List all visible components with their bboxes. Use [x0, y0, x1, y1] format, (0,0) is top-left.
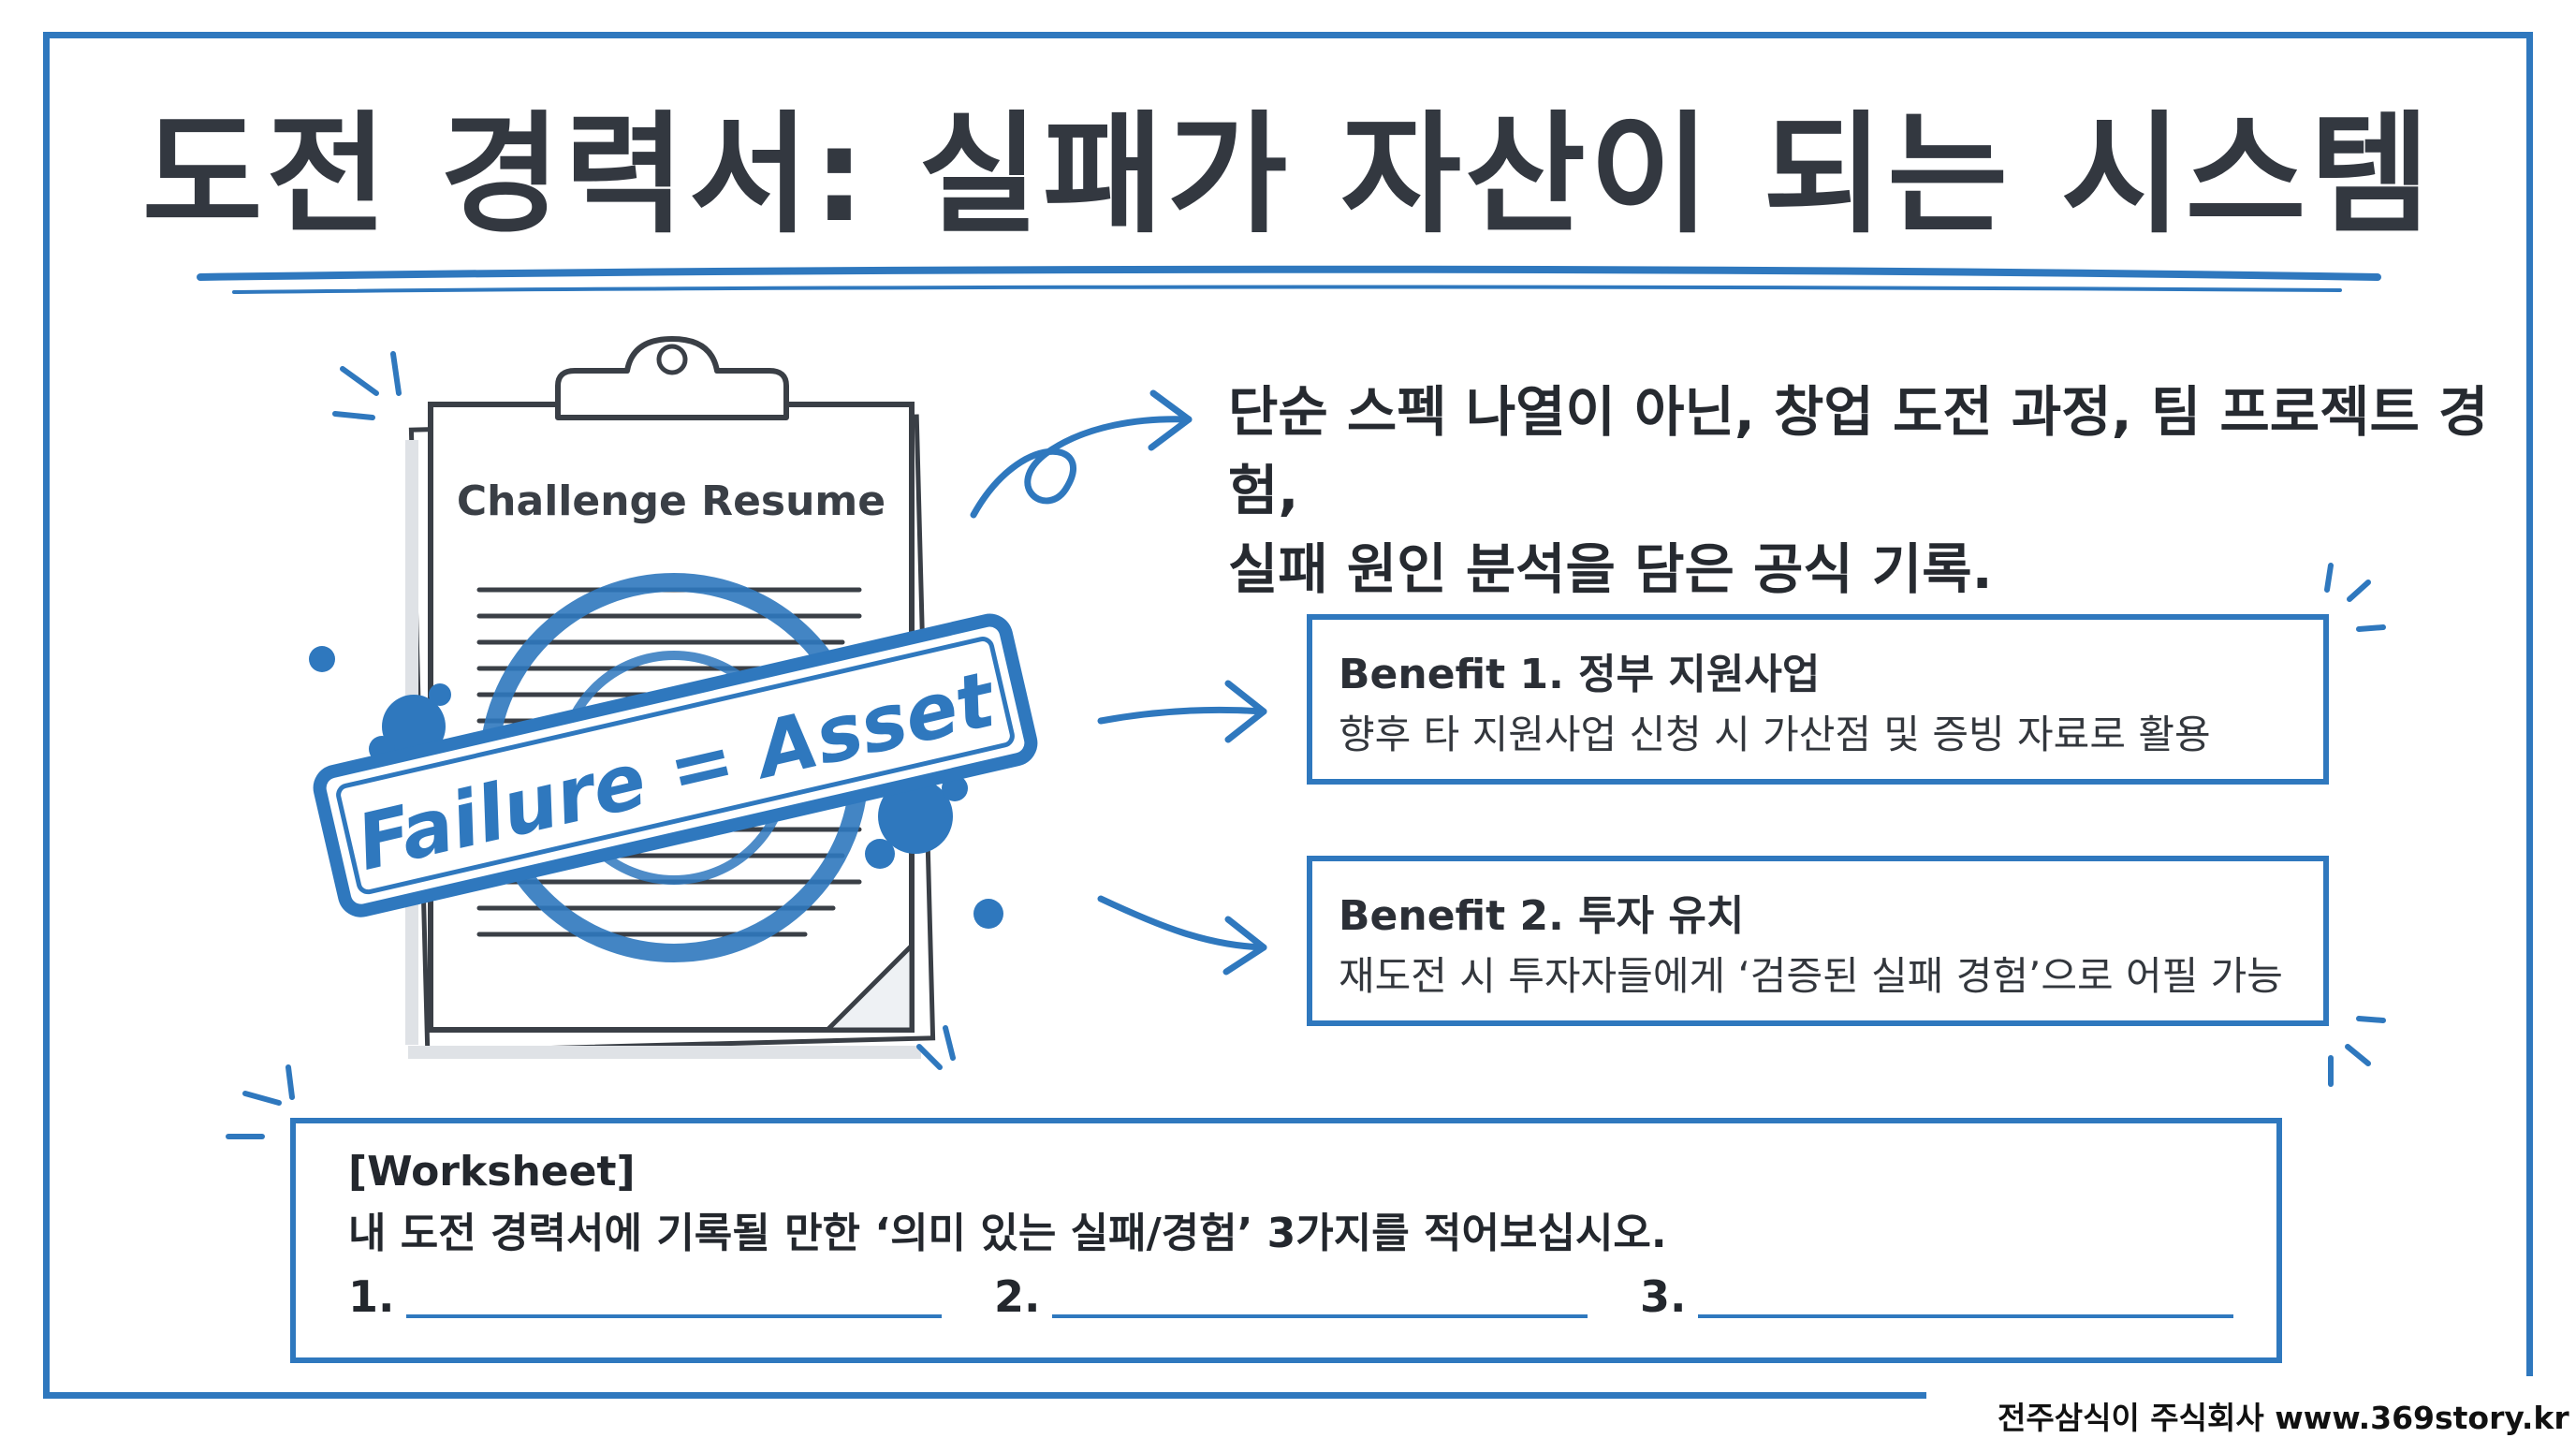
intro-line-1: 단순 스펙 나열이 아닌, 창업 도전 과정, 팀 프로젝트 경험,: [1228, 380, 2489, 522]
content-frame: [43, 32, 2533, 1399]
worksheet-question: 내 도전 경력서에 기록될 만한 ‘의미 있는 실패/경험’ 3가지를 적어보십…: [348, 1210, 1667, 1257]
worksheet-title: [Worksheet]: [348, 1148, 636, 1196]
answer-blank-3[interactable]: 3.: [1640, 1271, 2233, 1322]
answer-line-3[interactable]: [1698, 1314, 2233, 1318]
benefit-2-title: Benefit 2. 투자 유치: [1339, 892, 1745, 940]
answer-line-2[interactable]: [1052, 1314, 1588, 1318]
intro-line-2: 실패 원인 분석을 담은 공식 기록.: [1228, 537, 1993, 601]
benefit-card-1: Benefit 1. 정부 지원사업 향후 타 지원사업 신청 시 가산점 및 …: [1307, 614, 2329, 785]
answer-blank-2[interactable]: 2.: [994, 1271, 1588, 1322]
benefit-2-description: 재도전 시 투자자들에게 ‘검증된 실패 경험’으로 어필 가능: [1339, 953, 2283, 999]
answer-number-2: 2.: [994, 1271, 1041, 1322]
worksheet-panel: [Worksheet] 내 도전 경력서에 기록될 만한 ‘의미 있는 실패/경…: [290, 1118, 2282, 1363]
answer-number-1: 1.: [348, 1271, 395, 1322]
benefit-card-2: Benefit 2. 투자 유치 재도전 시 투자자들에게 ‘검증된 실패 경험…: [1307, 856, 2329, 1026]
intro-text: 단순 스펙 나열이 아닌, 창업 도전 과정, 팀 프로젝트 경험, 실패 원인…: [1228, 373, 2520, 609]
frame-gap: [1926, 1376, 2576, 1414]
answer-line-1[interactable]: [406, 1314, 942, 1318]
worksheet-answers: 1. 2. 3.: [348, 1271, 2276, 1337]
footer-credit: 전주삼식이 주식회사 www.369story.kr: [1998, 1400, 2569, 1436]
benefit-1-title: Benefit 1. 정부 지원사업: [1339, 651, 1821, 698]
answer-blank-1[interactable]: 1.: [348, 1271, 942, 1322]
benefit-1-description: 향후 타 지원사업 신청 시 가산점 및 증빙 자료로 활용: [1339, 712, 2211, 757]
clipboard-heading: Challenge Resume: [456, 477, 886, 525]
answer-number-3: 3.: [1640, 1271, 1687, 1322]
page-title: 도전 경력서: 실패가 자산이 되는 시스템: [141, 99, 2435, 252]
